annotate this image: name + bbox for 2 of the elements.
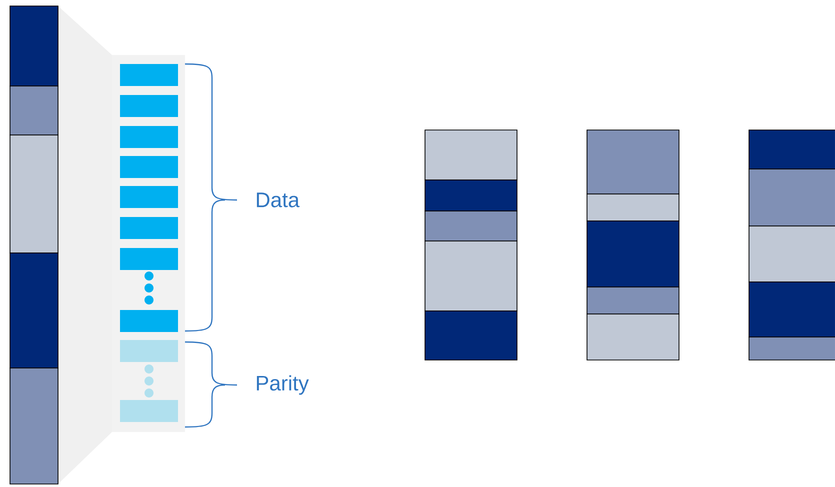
label: Data xyxy=(256,192,300,208)
label: Parity xyxy=(256,375,309,395)
